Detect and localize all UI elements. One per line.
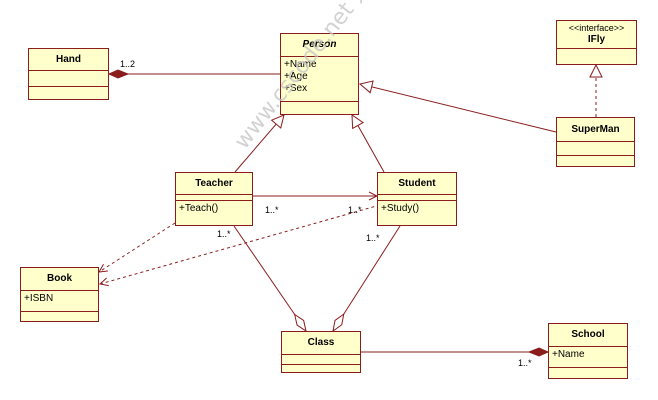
class-hand[interactable]: Hand	[28, 48, 109, 100]
operations-section: +Study()	[378, 201, 456, 223]
attributes-section: +ISBN	[21, 291, 98, 312]
attributes-section: +Name	[549, 347, 627, 368]
operations-section	[549, 368, 627, 377]
operation: +Study()	[381, 203, 420, 214]
class-teacher[interactable]: Teacher +Teach()	[175, 172, 253, 226]
operations-section	[557, 156, 634, 169]
class-superman[interactable]: SuperMan	[556, 117, 635, 167]
class-book[interactable]: Book +ISBN	[20, 267, 99, 322]
operations-section	[29, 87, 108, 100]
student-book-dependency	[100, 204, 381, 284]
multiplicity-school-class: 1..*	[518, 358, 532, 368]
stereotype: <<interface>>	[568, 23, 625, 33]
operations-section: +Teach()	[176, 201, 252, 223]
superman-person-generalization	[360, 84, 557, 133]
class-name: Student	[378, 173, 456, 195]
multiplicity-teacher-class: 1..*	[217, 229, 231, 239]
attribute: +Age	[284, 71, 308, 82]
interface-ifly[interactable]: <<interface>> IFly	[556, 20, 637, 65]
student-person-generalization	[352, 115, 385, 173]
class-name: Person	[281, 34, 358, 57]
attributes-section	[378, 195, 456, 201]
class-name: <<interface>> IFly	[557, 21, 636, 49]
class-name: Teacher	[176, 173, 252, 195]
class-person[interactable]: Person +Name +Age +Sex	[280, 33, 359, 115]
attributes-section	[557, 142, 634, 156]
student-class-aggregation	[333, 225, 401, 331]
teacher-class-aggregation	[233, 225, 306, 331]
attributes-section	[282, 355, 360, 365]
class-name: Hand	[29, 49, 108, 71]
operations-section	[557, 49, 636, 67]
operation: +Teach()	[179, 203, 219, 214]
interface-name: IFly	[587, 34, 606, 45]
class-name: SuperMan	[557, 118, 634, 142]
multiplicity-hand-person: 1..2	[120, 59, 136, 69]
attribute: +Name	[284, 59, 317, 70]
operations-section	[282, 365, 360, 372]
class-name: Book	[21, 268, 98, 291]
attributes-section: +Name +Age +Sex	[281, 57, 358, 102]
teacher-book-dependency	[99, 222, 176, 272]
multiplicity-teacher-student-teacher-end: 1..*	[265, 205, 279, 215]
teacher-person-generalization	[234, 115, 284, 173]
multiplicity-student-class: 1..*	[366, 233, 380, 243]
attribute: +Name	[552, 349, 585, 360]
operations-section	[281, 102, 358, 114]
class-school[interactable]: School +Name	[548, 323, 628, 379]
multiplicity-teacher-student-student-end: 1..*	[348, 205, 362, 215]
class-class[interactable]: Class	[281, 331, 361, 373]
class-name: Class	[282, 332, 360, 355]
class-name: School	[549, 324, 627, 347]
attribute: +Sex	[284, 83, 308, 94]
attributes-section	[29, 71, 108, 87]
attribute: +ISBN	[24, 293, 54, 304]
operations-section	[21, 312, 98, 321]
class-student[interactable]: Student +Study()	[377, 172, 457, 226]
attributes-section	[176, 195, 252, 201]
